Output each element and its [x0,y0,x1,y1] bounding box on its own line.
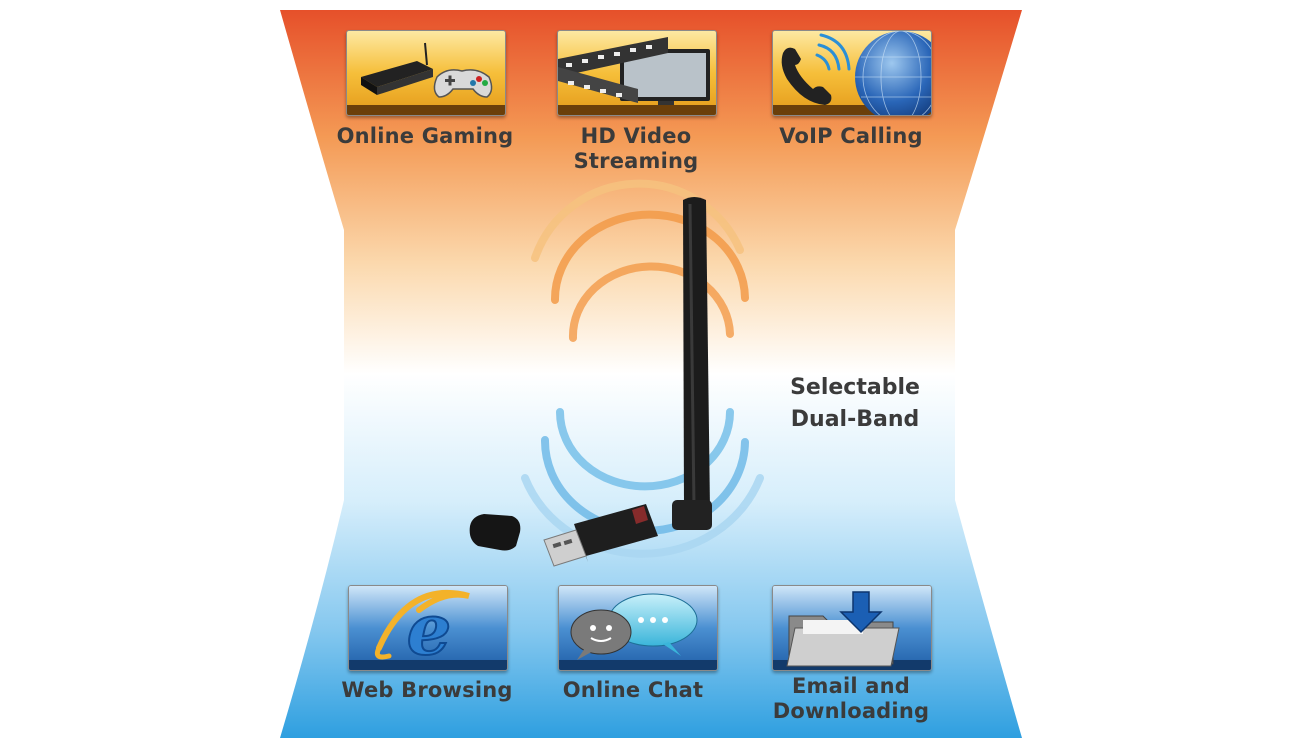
folder-download-icon [773,586,931,670]
phone-globe-icon [773,31,931,115]
feature-label-web-browsing: Web Browsing [341,678,513,702]
tile-voip-calling [772,30,932,116]
tile-hd-video-streaming [557,30,717,116]
tile-online-gaming [346,30,506,116]
chat-bubbles-icon [559,586,717,670]
feature-label-online-gaming: Online Gaming [336,124,514,148]
feature-label-hd-video-streaming: HD Video Streaming [573,124,699,173]
web-browser-icon: e [349,586,507,670]
feature-label-voip-calling: VoIP Calling [779,124,923,148]
tile-web-browsing: e [348,585,508,671]
tile-online-chat [558,585,718,671]
feature-label-online-chat: Online Chat [562,678,704,702]
tile-email-and-downloading [772,585,932,671]
game-console-icon [347,31,505,115]
dual-band-label: Selectable Dual-Band [790,375,920,432]
feature-label-email-and-downloading: Email and Downloading [772,674,930,723]
film-tv-icon [558,31,716,115]
